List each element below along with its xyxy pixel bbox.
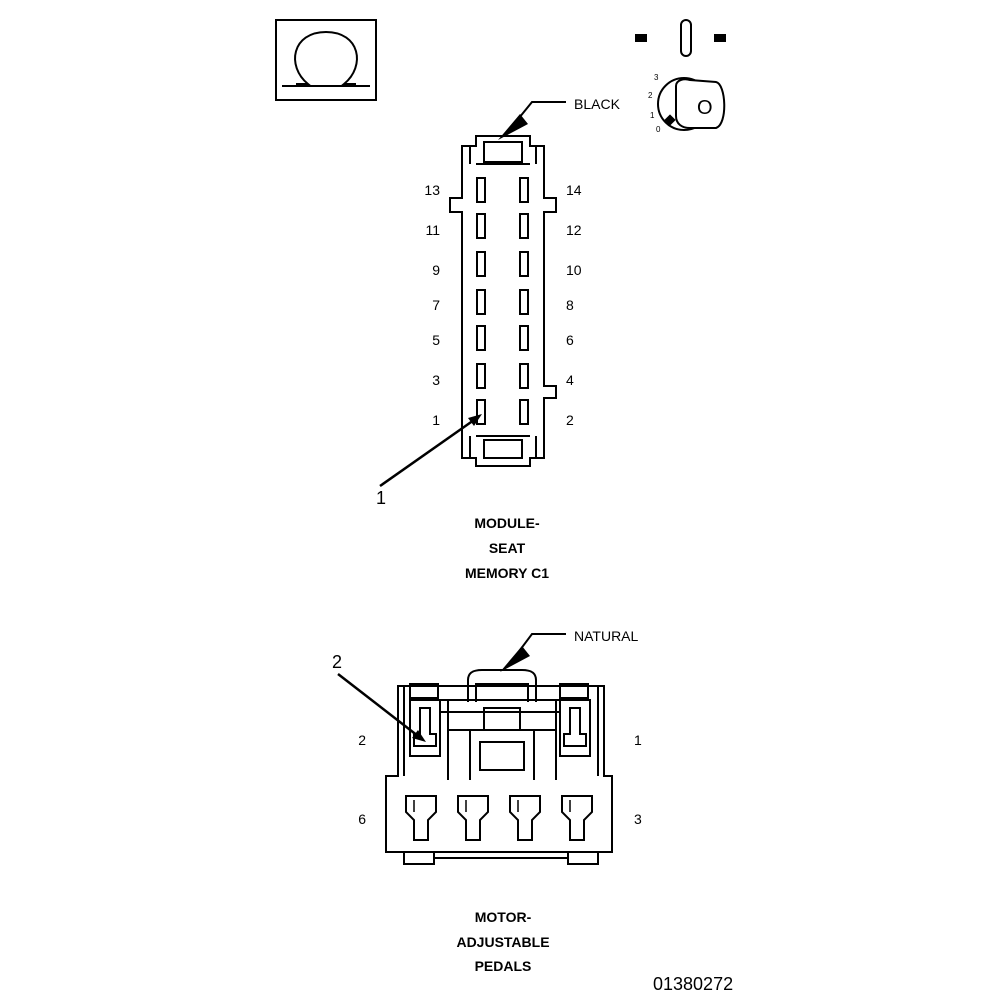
key-position-3: 3 — [654, 73, 659, 82]
c1-pin-12: 12 — [566, 222, 582, 238]
callout-2: 2 — [332, 652, 342, 672]
pedals-pin-6: 6 — [358, 811, 366, 827]
c1-pin-2: 2 — [566, 412, 574, 428]
pedals-pin-1: 1 — [634, 732, 642, 748]
connector-c1: BLACK 13 11 9 7 5 3 1 — [376, 96, 621, 581]
c1-pin-10: 10 — [566, 262, 582, 278]
pedals-name-line-3: PEDALS — [475, 958, 532, 974]
c1-pin-9: 9 — [432, 262, 440, 278]
c1-pin-5: 5 — [432, 332, 440, 348]
pedals-color-label: NATURAL — [574, 628, 639, 644]
c1-name-line-3: MEMORY C1 — [465, 565, 549, 581]
c1-color-label: BLACK — [574, 96, 621, 112]
c1-name-line-1: MODULE- — [474, 515, 540, 531]
key-text: O — [697, 97, 713, 119]
pedals-pin-3: 3 — [634, 811, 642, 827]
c1-name-line-2: SEAT — [489, 540, 526, 556]
key-position-0: 0 — [656, 125, 661, 134]
c1-pin-11: 11 — [425, 222, 440, 238]
pedals-name-line-2: ADJUSTABLE — [456, 934, 549, 950]
c1-pin-1: 1 — [432, 412, 440, 428]
connector-pedals: NATURAL — [332, 628, 642, 974]
c1-pin-13: 13 — [424, 182, 440, 198]
c1-pin-4: 4 — [566, 372, 574, 388]
c1-pin-7: 7 — [432, 297, 440, 313]
key-position-1: 1 — [650, 111, 655, 120]
figure-id: 01380272 — [653, 974, 733, 994]
pedals-name-line-1: MOTOR- — [475, 909, 532, 925]
key-position-2: 2 — [648, 91, 653, 100]
c1-pin-3: 3 — [432, 372, 440, 388]
c1-pin-6: 6 — [566, 332, 574, 348]
ohm-icon — [275, 19, 377, 101]
callout-1: 1 — [376, 488, 386, 508]
c1-pin-14: 14 — [566, 182, 582, 198]
c1-pin-8: 8 — [566, 297, 574, 313]
pedals-pin-2: 2 — [358, 732, 366, 748]
ignition-key-icon: O 3 2 1 0 — [635, 19, 726, 134]
